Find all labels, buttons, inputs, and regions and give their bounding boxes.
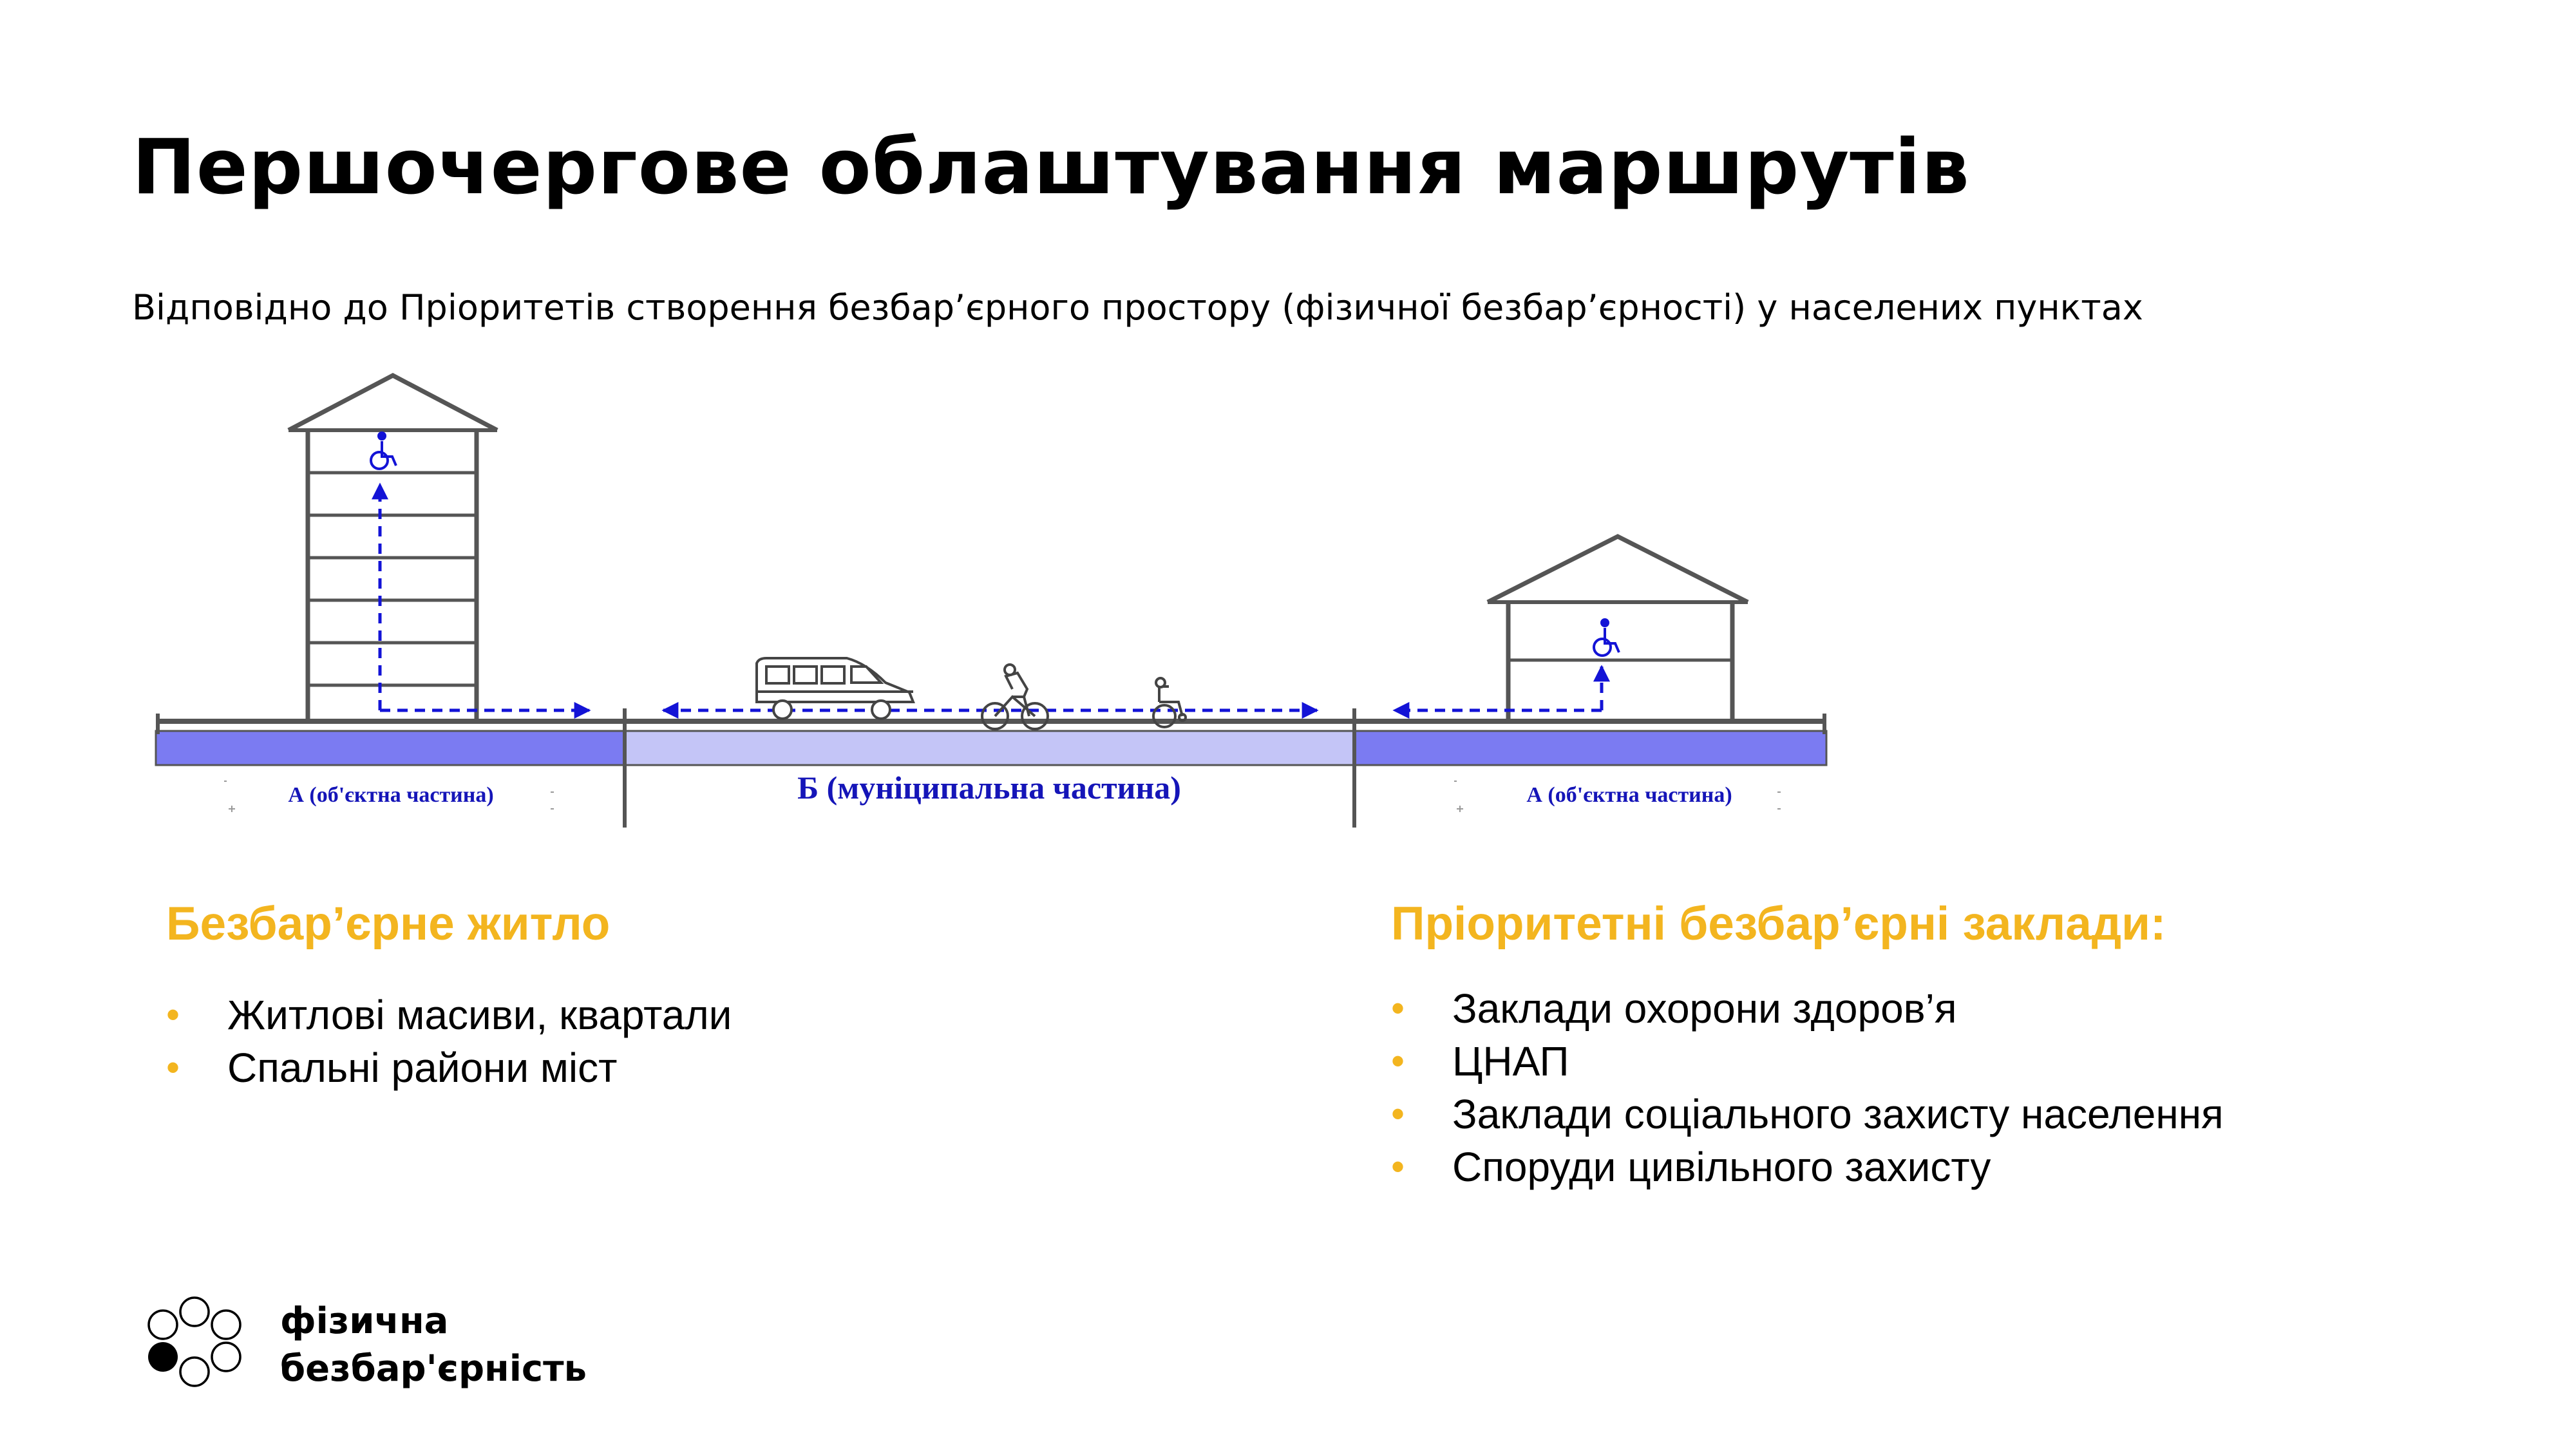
bullet-icon: • [1391,1039,1405,1083]
accessibility-icon [370,431,397,470]
logo-text: фізична безбар'єрність [280,1298,587,1393]
tall-building [287,373,498,721]
list-item: •Заклади охорони здоров’я [1391,982,2224,1035]
road-object-left [155,730,626,766]
road-municipal [623,730,1356,766]
logo-circles-icon [147,1296,242,1387]
small-house [1486,534,1749,721]
slide-subtitle: Відповідно до Пріоритетів створення безб… [132,287,2143,328]
list-item: •Споруди цивільного захисту [1391,1141,2224,1193]
zone-label-object-left: А (об'єктна частина) [288,783,493,807]
heading-barrier-free-housing: Безбар’єрне житло [166,898,611,950]
accessibility-icon [1593,618,1620,657]
zone-label-object-right: А (об'єктна частина) [1526,783,1732,807]
list-item: •ЦНАП [1391,1035,2224,1088]
wheelchair-user-icon [1152,677,1187,728]
logo-line2: безбар'єрність [280,1348,587,1390]
institutions-list: •Заклади охорони здоров’я •ЦНАП •Заклади… [1391,982,2224,1193]
slide-title: Першочергове облаштування маршрутів [132,122,1970,211]
bullet-icon: • [1391,987,1405,1030]
left-column: Безбар’єрне житло •Житлові масиви, кварт… [166,898,732,1094]
route-arrows [372,482,1610,719]
list-item: •Спальні райони міст [166,1041,732,1094]
route-diagram: А (об'єктна частина) Б (муніципальна час… [155,373,1828,828]
bullet-icon: • [166,1046,180,1090]
heading-priority-institutions: Пріоритетні безбар’єрні заклади: [1391,898,2166,950]
logo-line1: фізична [280,1300,449,1342]
cyclist-icon [981,663,1049,730]
road [155,708,1828,828]
minibus-icon [755,657,915,720]
housing-list: •Житлові масиви, квартали •Спальні район… [166,989,732,1094]
list-item: •Заклади соціального захисту населення [1391,1088,2224,1141]
road-object-right [1353,730,1828,766]
zone-label-municipal: Б (муніципальна частина) [797,770,1181,806]
bullet-icon: • [1391,1145,1405,1189]
bullet-icon: • [166,993,180,1037]
bullet-icon: • [1391,1092,1405,1136]
list-item: •Житлові масиви, квартали [166,989,732,1041]
right-column: Пріоритетні безбар’єрні заклади: •Заклад… [1391,898,2224,1193]
